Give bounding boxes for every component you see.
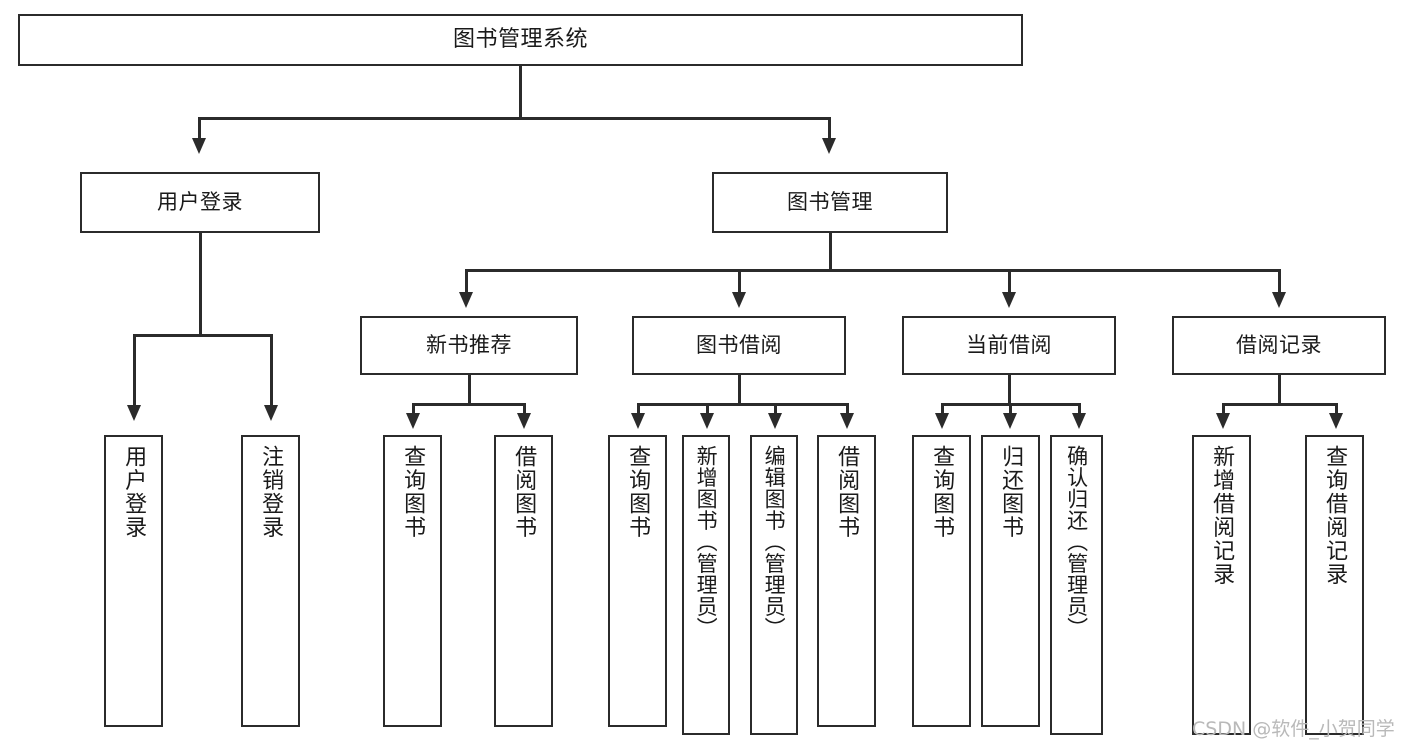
connector-root-drop-right	[828, 117, 831, 140]
leaf-user-login[interactable]: 用户登录	[104, 435, 163, 727]
node-label: 图书管理	[787, 189, 873, 214]
arrow-icon-to-leaf-query-book-2	[631, 413, 645, 429]
connector-nbr-drop-1	[412, 403, 415, 415]
leaf-return-book[interactable]: 归还图书	[981, 435, 1040, 727]
node-label: 用户登录	[157, 189, 243, 214]
leaf-confirm-return[interactable]: 确认归还（管理员）	[1050, 435, 1103, 735]
node-label: 确认归还（管理员）	[1064, 445, 1089, 639]
arrow-icon-to-leaf-add-record	[1216, 413, 1230, 429]
connector-user-login-drop-2	[270, 334, 273, 407]
arrow-icon-to-leaf-query-book-3	[935, 413, 949, 429]
connector-user-login-bus	[133, 334, 272, 337]
connector-cb-drop-3	[1078, 403, 1081, 415]
connector-cb-drop-2	[1009, 403, 1012, 415]
node-label: 借阅图书	[511, 445, 537, 539]
node-book-borrow[interactable]: 图书借阅	[632, 316, 846, 375]
node-label: 借阅图书	[834, 445, 860, 539]
node-root-system[interactable]: 图书管理系统	[18, 14, 1023, 66]
arrow-icon-to-leaf-user-login	[127, 405, 141, 421]
connector-bb-drop-1	[637, 403, 640, 415]
connector-bm-drop-2	[738, 269, 741, 294]
node-label: 新书推荐	[426, 332, 512, 357]
node-label: 新增图书（管理员）	[694, 445, 719, 639]
leaf-add-book[interactable]: 新增图书（管理员）	[682, 435, 730, 735]
leaf-query-book-3[interactable]: 查询图书	[912, 435, 971, 727]
node-borrow-record[interactable]: 借阅记录	[1172, 316, 1386, 375]
connector-br-bus	[1222, 403, 1337, 406]
connector-root-drop-left	[198, 117, 201, 140]
connector-book-management-bus	[465, 269, 1280, 272]
connector-root-bus	[198, 117, 830, 120]
leaf-logout-login[interactable]: 注销登录	[241, 435, 300, 727]
arrow-icon-to-leaf-query-record	[1329, 413, 1343, 429]
node-label: 新增借阅记录	[1209, 445, 1235, 586]
arrow-icon-to-leaf-edit-book	[768, 413, 782, 429]
node-new-book-recommend[interactable]: 新书推荐	[360, 316, 578, 375]
connector-bb-drop-2	[706, 403, 709, 415]
leaf-query-book-2[interactable]: 查询图书	[608, 435, 667, 727]
node-label: 注销登录	[258, 445, 284, 539]
connector-cb-stem	[1008, 375, 1011, 405]
arrow-icon-to-book-borrow	[732, 292, 746, 308]
connector-bb-drop-3	[774, 403, 777, 415]
connector-br-drop-2	[1335, 403, 1338, 415]
arrow-icon-to-borrow-record	[1272, 292, 1286, 308]
leaf-add-record[interactable]: 新增借阅记录	[1192, 435, 1251, 735]
node-label: 编辑图书（管理员）	[762, 445, 787, 639]
node-label: 借阅记录	[1236, 332, 1322, 357]
leaf-edit-book[interactable]: 编辑图书（管理员）	[750, 435, 798, 735]
connector-root-stem	[519, 66, 522, 118]
connector-user-login-stem	[199, 233, 202, 336]
watermark-text: CSDN @软件_小贺同学	[1192, 718, 1395, 740]
leaf-borrow-book-1[interactable]: 借阅图书	[494, 435, 553, 727]
arrow-icon-to-leaf-return-book	[1003, 413, 1017, 429]
leaf-query-record[interactable]: 查询借阅记录	[1305, 435, 1364, 735]
connector-bm-drop-4	[1278, 269, 1281, 294]
arrow-icon-to-current-borrow	[1002, 292, 1016, 308]
node-current-borrow[interactable]: 当前借阅	[902, 316, 1116, 375]
node-user-login[interactable]: 用户登录	[80, 172, 320, 233]
node-label: 查询图书	[929, 445, 955, 539]
node-label: 用户登录	[121, 445, 147, 539]
arrow-icon-to-new-book-recommend	[459, 292, 473, 308]
arrow-icon-to-leaf-logout-login	[264, 405, 278, 421]
node-label: 图书管理系统	[452, 26, 588, 52]
leaf-query-book-1[interactable]: 查询图书	[383, 435, 442, 727]
arrow-icon-to-leaf-add-book	[700, 413, 714, 429]
node-label: 查询图书	[625, 445, 651, 539]
connector-nbr-stem	[468, 375, 471, 405]
node-label: 查询借阅记录	[1322, 445, 1348, 586]
arrow-icon-to-leaf-query-book-1	[406, 413, 420, 429]
connector-bm-drop-1	[465, 269, 468, 294]
connector-bb-stem	[738, 375, 741, 405]
connector-cb-drop-1	[941, 403, 944, 415]
leaf-borrow-book-2[interactable]: 借阅图书	[817, 435, 876, 727]
node-label: 查询图书	[400, 445, 426, 539]
arrow-icon-to-user-login	[192, 138, 206, 154]
arrow-icon-to-leaf-confirm-return	[1072, 413, 1086, 429]
connector-bb-bus	[637, 403, 848, 406]
arrow-icon-to-leaf-borrow-book-1	[517, 413, 531, 429]
connector-bb-drop-4	[846, 403, 849, 415]
connector-bm-drop-3	[1008, 269, 1011, 294]
connector-br-drop-1	[1222, 403, 1225, 415]
connector-nbr-drop-2	[523, 403, 526, 415]
connector-nbr-bus	[412, 403, 525, 406]
connector-book-management-stem	[829, 233, 832, 271]
node-book-management[interactable]: 图书管理	[712, 172, 948, 233]
node-label: 归还图书	[998, 445, 1024, 539]
connector-br-stem	[1278, 375, 1281, 405]
node-label: 当前借阅	[966, 332, 1052, 357]
node-label: 图书借阅	[696, 332, 782, 357]
arrow-icon-to-book-management	[822, 138, 836, 154]
arrow-icon-to-leaf-borrow-book-2	[840, 413, 854, 429]
connector-user-login-drop-1	[133, 334, 136, 407]
